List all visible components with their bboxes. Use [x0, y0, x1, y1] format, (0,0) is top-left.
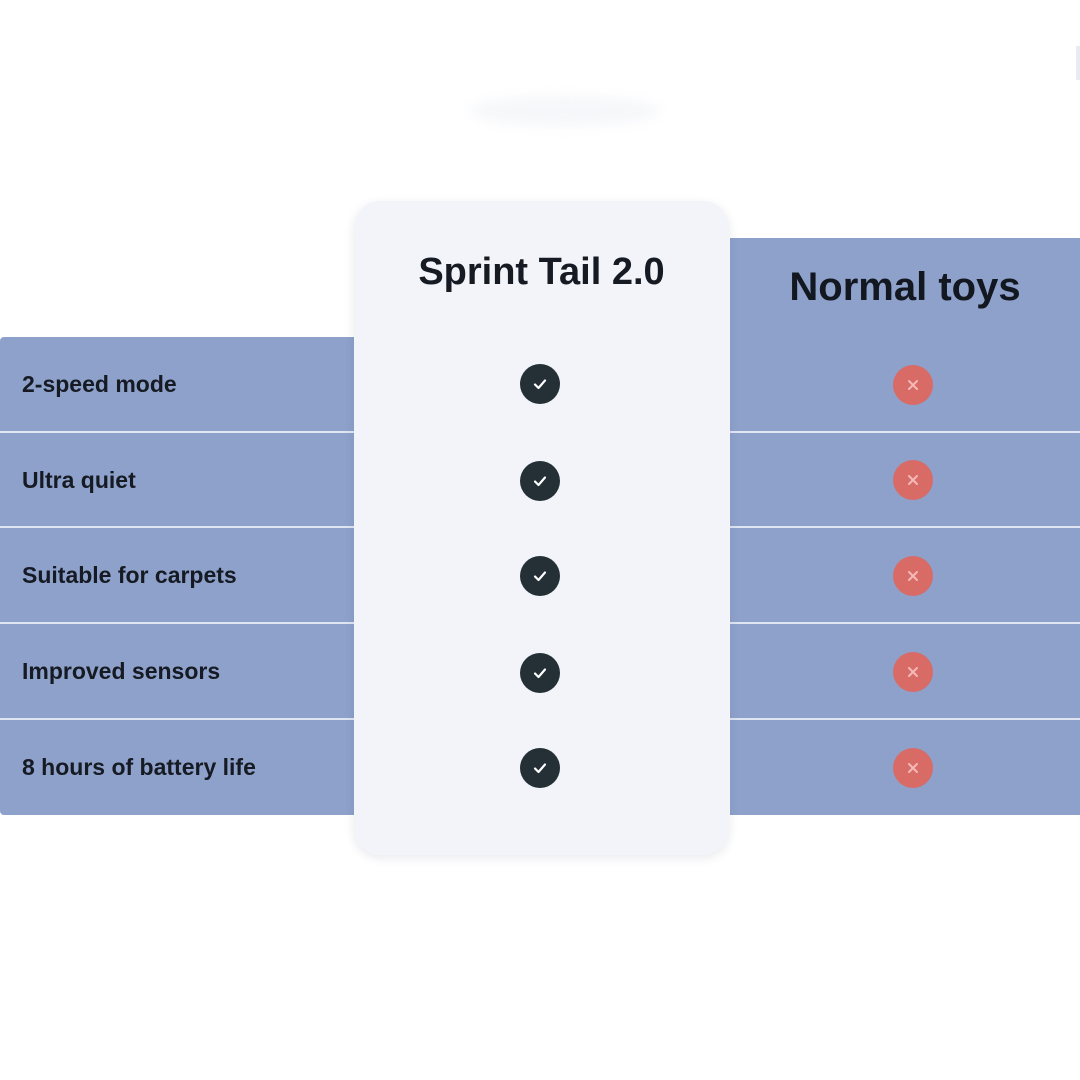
feature-row: 8 hours of battery life [0, 720, 354, 815]
product-title: Sprint Tail 2.0 [418, 250, 665, 293]
feature-row: 2-speed mode [0, 337, 354, 432]
competitor-column: Normal toys [730, 238, 1080, 815]
cross-icon [893, 748, 933, 788]
row-divider [730, 526, 1080, 528]
row-divider [0, 718, 354, 720]
feature-label: 2-speed mode [22, 371, 177, 397]
check-icon [520, 556, 560, 596]
cross-icon [893, 556, 933, 596]
row-divider [730, 622, 1080, 624]
check-icon [520, 653, 560, 693]
feature-label: Ultra quiet [22, 467, 136, 493]
background-edge-mark [1076, 46, 1080, 80]
row-divider [730, 431, 1080, 433]
check-icon [520, 364, 560, 404]
cross-icon [893, 652, 933, 692]
row-divider [0, 526, 354, 528]
row-divider [0, 431, 354, 433]
check-icon [520, 461, 560, 501]
row-divider [0, 622, 354, 624]
product-card: Sprint Tail 2.0 [354, 201, 729, 855]
check-icon [520, 748, 560, 788]
row-divider [730, 718, 1080, 720]
cross-icon [893, 460, 933, 500]
feature-row: Ultra quiet [0, 433, 354, 528]
feature-label: Improved sensors [22, 658, 221, 684]
feature-row: Improved sensors [0, 624, 354, 719]
feature-label: 8 hours of battery life [22, 754, 256, 780]
cross-icon [893, 365, 933, 405]
features-column: 2-speed mode Ultra quiet Suitable for ca… [0, 337, 354, 815]
feature-label: Suitable for carpets [22, 562, 237, 588]
feature-row: Suitable for carpets [0, 528, 354, 623]
competitor-title: Normal toys [789, 265, 1021, 309]
background-shape [470, 96, 660, 126]
